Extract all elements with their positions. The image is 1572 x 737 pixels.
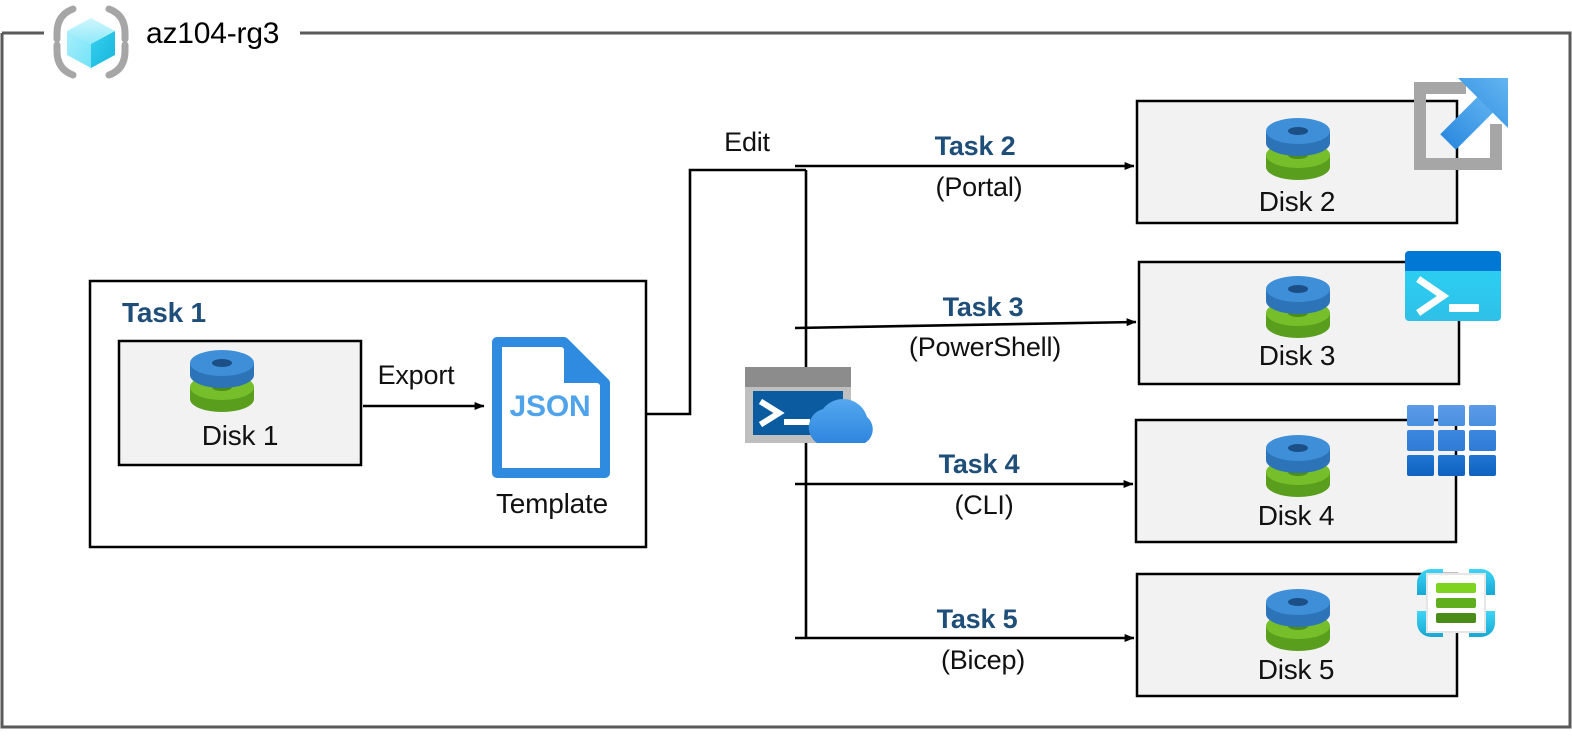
json-file-icon bbox=[492, 337, 610, 478]
resource-group-title: az104-rg3 bbox=[146, 17, 280, 50]
powershell-icon bbox=[1405, 251, 1501, 321]
managed-disk-icon bbox=[1266, 435, 1330, 497]
task3-arrow bbox=[794, 318, 1137, 330]
task3-method: (PowerShell) bbox=[908, 332, 1062, 362]
bicep-icon bbox=[1417, 569, 1495, 637]
task4-heading: Task 4 bbox=[938, 449, 1020, 479]
managed-disk-icon bbox=[1266, 589, 1330, 651]
disk1-label: Disk 1 bbox=[201, 420, 279, 451]
resource-group-frame bbox=[0, 31, 1572, 729]
azure-portal-icon bbox=[1414, 78, 1508, 170]
disk5-label: Disk 5 bbox=[1257, 654, 1335, 685]
task4-method: (CLI) bbox=[954, 490, 1014, 520]
task3-heading: Task 3 bbox=[942, 292, 1024, 322]
disk3-label: Disk 3 bbox=[1258, 340, 1336, 371]
managed-disk-icon bbox=[1266, 118, 1330, 180]
task5-heading: Task 5 bbox=[936, 604, 1018, 634]
task1-heading: Task 1 bbox=[122, 297, 206, 328]
cloud-shell-icon bbox=[745, 367, 873, 443]
managed-disk-icon bbox=[1266, 276, 1330, 338]
template-caption: Template bbox=[495, 488, 609, 519]
disk2-label: Disk 2 bbox=[1258, 186, 1336, 217]
disk4-label: Disk 4 bbox=[1257, 500, 1335, 531]
template-to-trunk-connector bbox=[646, 168, 806, 416]
export-label: Export bbox=[377, 360, 455, 390]
azure-cli-icon bbox=[1407, 405, 1496, 476]
task2-heading: Task 2 bbox=[934, 131, 1016, 161]
azure-resource-group-icon bbox=[53, 5, 129, 79]
json-file-label: JSON bbox=[509, 390, 591, 423]
task2-method: (Portal) bbox=[935, 172, 1023, 202]
edit-label: Edit bbox=[724, 127, 770, 157]
managed-disk-icon bbox=[190, 350, 254, 412]
task5-method: (Bicep) bbox=[940, 645, 1026, 675]
